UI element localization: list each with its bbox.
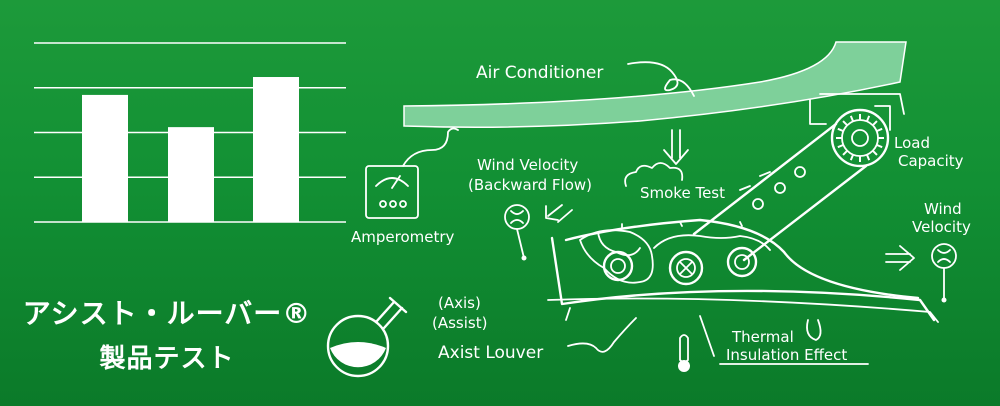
gear-tooth (842, 150, 848, 156)
air-conditioner-bracket (819, 93, 905, 115)
gear-tooth (876, 127, 883, 133)
title-line-1: アシスト・ルーバー® (22, 297, 312, 330)
smoke-cloud-icon (624, 162, 684, 187)
anemometer-icon-left (504, 204, 530, 261)
gear-tooth (865, 115, 871, 122)
thermal-pointer (699, 315, 715, 357)
label-thermal-2: Insulation Effect (726, 346, 847, 364)
title-line-2: 製品テスト (99, 344, 235, 374)
air-conditioner-mount-right (874, 105, 891, 131)
axist-louver (547, 218, 939, 323)
air-conditioner-unit (403, 41, 907, 131)
anemometer-icon-right (931, 243, 957, 303)
louver-pointer (567, 317, 637, 353)
gear-tooth (849, 154, 855, 161)
label-wind-velocity-1: Wind (924, 200, 962, 218)
thermometer-icon (678, 334, 690, 372)
bar-chart (34, 42, 346, 223)
gear-icon (830, 108, 890, 168)
air-conditioner-body (403, 41, 907, 128)
chart-bar (168, 127, 214, 222)
chart-bar (82, 94, 128, 222)
smoke-arrow-icon (663, 129, 689, 165)
label-air-conditioner: Air Conditioner (476, 63, 603, 83)
flask-icon (326, 296, 408, 378)
gear-tooth (872, 150, 878, 156)
label-axist-louver: Axist Louver (438, 343, 543, 363)
gear-tooth (837, 143, 844, 149)
label-load-capacity-2: Capacity (898, 152, 964, 170)
backward-flow-arrow-icon (545, 204, 573, 223)
label-thermal-1: Thermal (731, 328, 794, 346)
gear-tooth (865, 154, 871, 161)
label-axis: (Axis) (438, 294, 481, 312)
water-drop-icon (806, 319, 822, 341)
label-wind-velocity-backward-2: (Backward Flow) (468, 176, 592, 194)
label-wind-velocity-2: Velocity (912, 218, 971, 236)
gear-tooth (837, 127, 844, 133)
label-load-capacity-1: Load (894, 134, 930, 152)
chart-bar (253, 77, 299, 222)
air-conditioner-pointer (627, 61, 695, 97)
forward-flow-arrow-icon (885, 245, 915, 271)
label-assist: (Assist) (432, 314, 487, 332)
gear-tooth (849, 115, 855, 122)
label-smoke-test: Smoke Test (640, 184, 725, 202)
chart-bars (82, 77, 299, 222)
air-conditioner-mount (809, 99, 827, 125)
gear-tooth (872, 120, 878, 126)
gear-tooth (876, 143, 883, 149)
ammeter-icon (365, 127, 459, 219)
gear-tooth (842, 120, 848, 126)
label-wind-velocity-backward-1: Wind Velocity (477, 156, 578, 174)
label-amperometry: Amperometry (351, 228, 455, 246)
